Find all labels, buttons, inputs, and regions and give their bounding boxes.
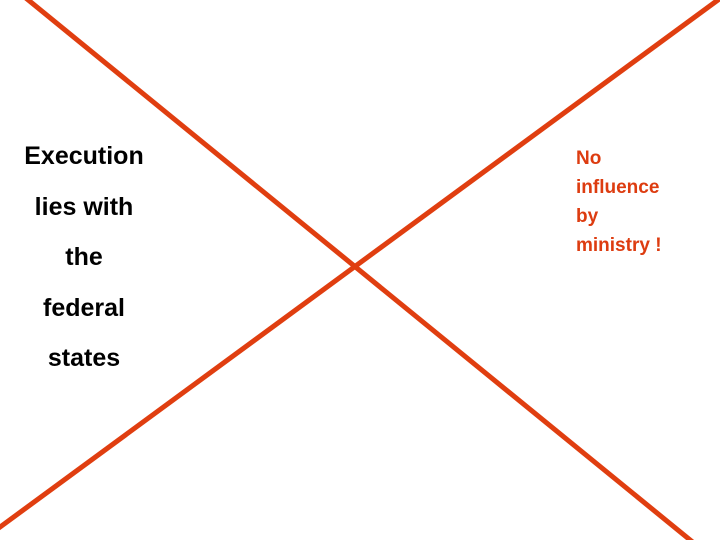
left-text-line-3: the <box>65 243 103 271</box>
right-text-line-2: influence <box>576 177 660 198</box>
left-text-line-4: federal <box>43 293 125 322</box>
left-text-line-1: Execution <box>24 142 144 170</box>
left-text-line-2: lies with <box>34 192 134 221</box>
right-text-line-1: No <box>576 148 602 169</box>
right-text-block: No influence by ministry ! <box>576 144 716 260</box>
right-text-line-4: ministry ! <box>576 235 662 256</box>
left-text-block: Execution lies with the federal states <box>0 131 168 384</box>
left-text-line-5: states <box>47 344 121 372</box>
right-text-line-3: by <box>576 206 599 227</box>
